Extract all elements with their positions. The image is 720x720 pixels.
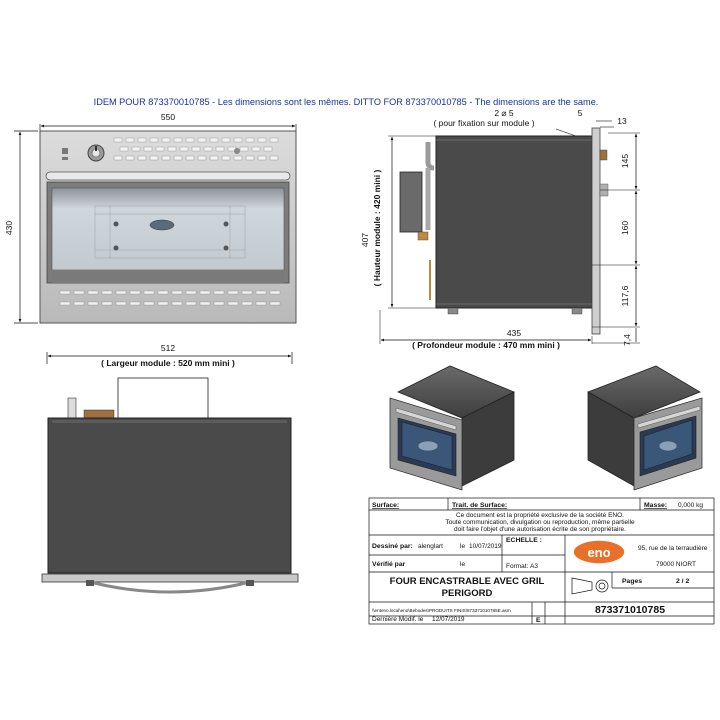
drawn-by-label: Dessiné par:: [372, 543, 413, 550]
top-front-plate: [41, 573, 299, 583]
side-seg-74: 7,4: [622, 334, 632, 346]
isometric-view-right: [587, 365, 703, 491]
title-block: [368, 497, 715, 625]
projection-symbol-icon: [571, 577, 593, 595]
side-seg-145: 145: [620, 154, 630, 168]
front-plate: [591, 127, 601, 335]
side-height-label: 407: [360, 233, 370, 247]
top-width-note: ( Largeur module : 520 mm mini ): [101, 358, 235, 368]
top-view: 512 ( Largeur module : 520 mm mini ): [41, 343, 299, 594]
treatment-label: Trait. de Surface:: [452, 502, 507, 509]
side-view: 2 ⌀ 5 5 ( pour fixation sur module ) 13 …: [360, 108, 640, 350]
side-depth-label: 435: [507, 328, 521, 338]
pages-value: 2 / 2: [676, 578, 689, 585]
side-seg-160: 160: [620, 221, 630, 235]
front-height-label: 430: [4, 221, 14, 235]
address-line-2: 79000 NIORT: [656, 561, 696, 568]
drawn-date-prefix: le: [460, 543, 465, 550]
eno-logo-text: eno: [587, 545, 610, 560]
product-title-1: FOUR ENCASTRABLE AVEC GRIL: [390, 576, 545, 587]
format-label: Format:: [506, 563, 529, 570]
side-seg-117: 117,6: [620, 285, 630, 306]
isometric-view-left: [389, 365, 515, 491]
front-width-label: 550: [161, 112, 175, 122]
last-modified-date: 12/07/2019: [432, 616, 465, 623]
checked-date-prefix: le: [460, 561, 465, 568]
checked-by-label: Vérifié par: [372, 561, 406, 568]
header-note: IDEM POUR 873370010785 - Les dimensions …: [94, 97, 599, 107]
top-width-label: 512: [161, 343, 175, 353]
mass-label: Masse:: [644, 502, 667, 509]
drawn-by-value: alenglart: [418, 543, 443, 550]
last-modified-label: Dernière Modif. le: [372, 616, 424, 623]
legal-line-1: Ce document est la propriété exclusive d…: [456, 512, 624, 519]
gas-valve-block: [399, 171, 423, 233]
rear-control-box: [117, 377, 209, 419]
top-handle: [89, 580, 251, 594]
side-label-5: 5: [578, 108, 583, 118]
side-label-holes: 2 ⌀ 5: [494, 108, 514, 118]
part-number: 873371010785: [595, 604, 665, 616]
legal-line-3: doit faire l'objet d'une autorisation éc…: [454, 526, 626, 533]
address-line-1: 95, rue de la terraudière: [638, 545, 708, 552]
pages-label: Pages: [622, 578, 642, 585]
drawn-date: 10/07/2019: [469, 543, 502, 550]
product-title-2: PERIGORD: [442, 588, 493, 599]
format-value: A3: [530, 563, 538, 570]
oven-top-body: [47, 417, 292, 574]
legal-line-2: Toute communication, divulgation ou repr…: [445, 519, 635, 526]
eno-door-badge-icon: [149, 219, 175, 231]
eno-logo-icon: [572, 539, 626, 565]
side-depth-note: ( Profondeur module : 470 mm mini ): [412, 340, 560, 350]
surface-label: Surface:: [372, 502, 399, 509]
door-handle: [45, 171, 291, 181]
side-fixation-note: ( pour fixation sur module ): [433, 118, 534, 128]
indicator-icon: [62, 148, 68, 154]
front-view: 550 430: [4, 112, 297, 324]
side-label-13: 13: [617, 116, 627, 126]
side-height-note: ( Hauteur module : 420 mini ): [372, 170, 382, 287]
mass-value: 0,000 kg: [678, 502, 703, 509]
title-block-text: Surface: Trait. de Surface: Masse: 0,000…: [372, 502, 708, 624]
file-path: \\enteno.local\eno\Bebodes\PRODUITS FINI…: [372, 608, 511, 613]
scale-label: ECHELLE :: [506, 537, 542, 544]
oven-side-body: [435, 135, 593, 309]
revision-letter: E: [536, 617, 541, 624]
